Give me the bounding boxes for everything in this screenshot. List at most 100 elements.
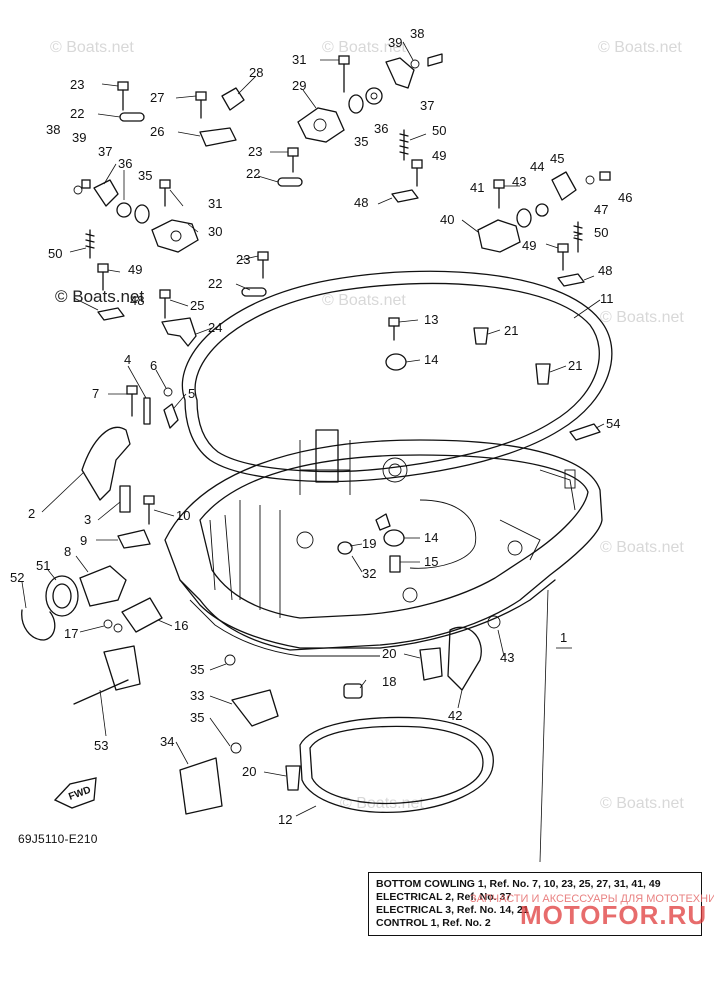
reference-line: ELECTRICAL 3, Ref. No. 14, 21 <box>376 904 529 916</box>
callout-label: 34 <box>160 734 174 749</box>
callout-label: 48 <box>598 263 612 278</box>
callout-label: 42 <box>448 708 462 723</box>
callout-label: 24 <box>208 320 222 335</box>
callout-label: 20 <box>242 764 256 779</box>
callout-label: 8 <box>64 544 71 559</box>
callout-label: 1 <box>560 630 567 645</box>
callout-label: 2 <box>28 506 35 521</box>
callout-label: 38 <box>46 122 60 137</box>
callout-label: 25 <box>190 298 204 313</box>
callout-label: 39 <box>388 35 402 50</box>
callout-label: 37 <box>420 98 434 113</box>
callout-label: 33 <box>190 688 204 703</box>
site-logo: MOTOFOR.RU <box>520 900 708 930</box>
forward-arrow-icon: FWD <box>53 777 97 809</box>
callout-label: 51 <box>36 558 50 573</box>
bottom-cowling <box>164 429 603 657</box>
callout-label: 44 <box>530 159 544 174</box>
callout-label: 13 <box>424 312 438 327</box>
callout-label: 35 <box>354 134 368 149</box>
callout-label: 53 <box>94 738 108 753</box>
callout-label: 22 <box>70 106 84 121</box>
callout-label: 9 <box>80 533 87 548</box>
callout-label: 46 <box>618 190 632 205</box>
callout-label: 45 <box>550 151 564 166</box>
callout-label: 23 <box>236 252 250 267</box>
callout-label: 43 <box>500 650 514 665</box>
reference-box: BOTTOM COWLING 1, Ref. No. 7, 10, 23, 25… <box>368 872 702 936</box>
callout-label: 4 <box>124 352 131 367</box>
callout-label: 54 <box>606 416 620 431</box>
callout-label: 36 <box>118 156 132 171</box>
callout-label: 35 <box>190 662 204 677</box>
callout-label: 48 <box>130 293 144 308</box>
callout-label: 5 <box>188 386 195 401</box>
callout-label: 10 <box>176 508 190 523</box>
reference-line: ELECTRICAL 2, Ref. No. 37 <box>376 891 512 903</box>
callout-label: 50 <box>594 225 608 240</box>
callout-label: 31 <box>208 196 222 211</box>
callout-label: 35 <box>138 168 152 183</box>
callout-label: 49 <box>432 148 446 163</box>
reference-code: 69J5110-E210 <box>18 832 98 846</box>
parts-small <box>21 53 611 815</box>
watermark: © Boats.net <box>600 795 684 812</box>
callout-label: 14 <box>424 530 438 545</box>
callout-label: 43 <box>512 174 526 189</box>
callout-label: 47 <box>594 202 608 217</box>
watermark: © Boats.net <box>50 39 134 56</box>
callout-label: 41 <box>470 180 484 195</box>
callout-label: 17 <box>64 626 78 641</box>
callout-label: 6 <box>150 358 157 373</box>
callout-label: 21 <box>504 323 518 338</box>
callout-label: 31 <box>292 52 306 67</box>
callout-label: 12 <box>278 812 292 827</box>
site-overlay-text: ЗАПЧАСТИ И АКСЕССУАРЫ ДЛЯ МОТОТЕХНИКИ <box>470 893 714 905</box>
callout-label: 40 <box>440 212 454 227</box>
callout-numbers: 38 39 31 23 28 27 29 22 36 26 35 37 50 2… <box>10 26 632 827</box>
callout-label: 35 <box>190 710 204 725</box>
callout-label: 39 <box>72 130 86 145</box>
watermark: © Boats.net <box>600 539 684 556</box>
watermark: © Boats.net <box>600 309 684 326</box>
callout-label: 29 <box>292 78 306 93</box>
callout-label: 11 <box>600 291 614 306</box>
callout-label: 49 <box>128 262 142 277</box>
callout-label: 32 <box>362 566 376 581</box>
callout-label: 23 <box>248 144 262 159</box>
seal-ring-top <box>181 270 613 483</box>
watermark: © Boats.net <box>322 39 406 56</box>
callout-label: 7 <box>92 386 99 401</box>
watermark-dark: © Boats.net <box>55 287 144 306</box>
callout-label: 21 <box>568 358 582 373</box>
callout-label: 14 <box>424 352 438 367</box>
watermark: © Boats.net <box>598 39 682 56</box>
callout-label: 23 <box>70 77 84 92</box>
leader-lines <box>21 41 605 863</box>
callout-label: 15 <box>424 554 438 569</box>
callout-label: 37 <box>98 144 112 159</box>
callout-label: 48 <box>354 195 368 210</box>
reference-line: CONTROL 1, Ref. No. 2 <box>376 917 491 929</box>
callout-label: 3 <box>84 512 91 527</box>
callout-label: 30 <box>208 224 222 239</box>
callout-label: 26 <box>150 124 164 139</box>
reference-line: BOTTOM COWLING 1, Ref. No. 7, 10, 23, 25… <box>376 878 661 890</box>
callout-label: 52 <box>10 570 24 585</box>
callout-label: 50 <box>48 246 62 261</box>
watermark: © Boats.net <box>322 292 406 309</box>
callout-label: 49 <box>522 238 536 253</box>
callout-label: 28 <box>249 65 263 80</box>
callout-label: 22 <box>246 166 260 181</box>
callout-label: 18 <box>382 674 396 689</box>
callout-label: 38 <box>410 26 424 41</box>
seal-ring-bottom <box>299 716 494 814</box>
callout-label: 16 <box>174 618 188 633</box>
callout-label: 27 <box>150 90 164 105</box>
callout-label: 50 <box>432 123 446 138</box>
callout-label: 19 <box>362 536 376 551</box>
callout-label: 36 <box>374 121 388 136</box>
callout-label: 22 <box>208 276 222 291</box>
callout-label: 20 <box>382 646 396 661</box>
